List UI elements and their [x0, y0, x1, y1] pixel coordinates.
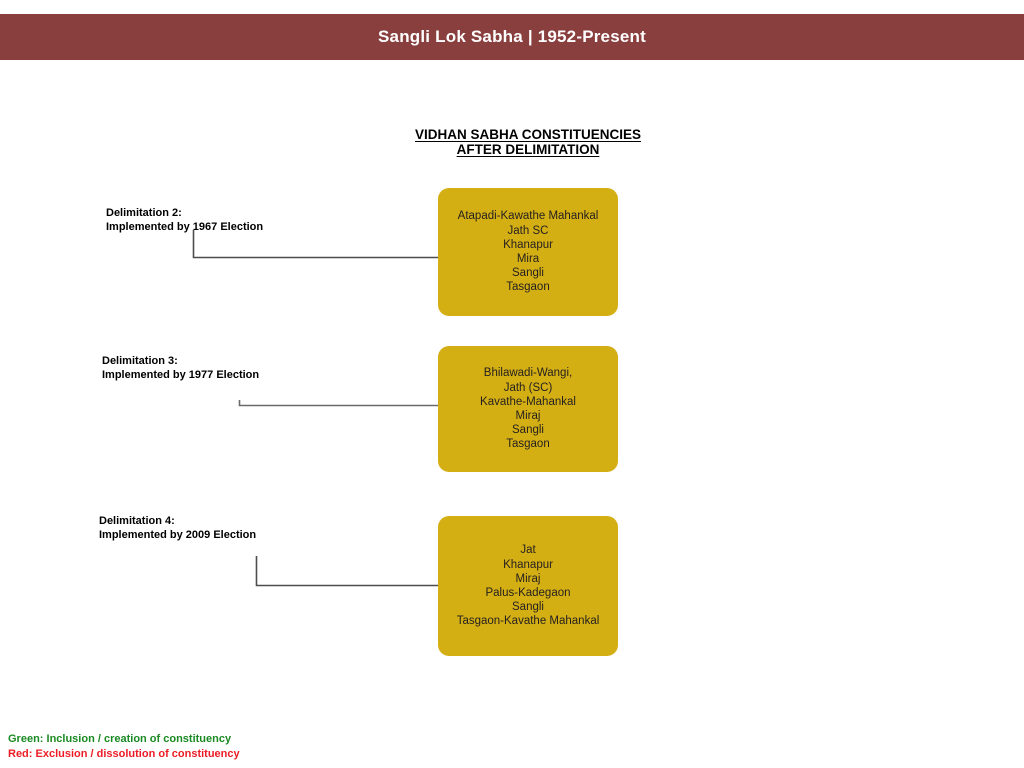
constituency-item: Jath SC — [507, 224, 549, 237]
constituency-item: Jath (SC) — [503, 381, 553, 394]
constituency-item: Kavathe-Mahankal — [480, 395, 576, 408]
constituency-item: Atapadi-Kawathe Mahankal — [457, 210, 599, 223]
delimitation-label-2-subtitle: Implemented by 1977 Election — [102, 369, 260, 381]
constituency-box-1: Atapadi-Kawathe Mahankal Jath SC Khanapu… — [438, 188, 618, 316]
constituency-item: Sangli — [512, 424, 544, 437]
constituency-item: Sangli — [512, 601, 544, 614]
connector-line-2 — [238, 400, 442, 407]
delimitation-label-1-title: Delimitation 2: — [106, 207, 182, 219]
constituency-item: Jat — [520, 544, 536, 557]
page-title: Sangli Lok Sabha | 1952-Present — [378, 27, 646, 46]
constituency-box-2: Bhilawadi-Wangi, Jath (SC) Kavathe-Mahan… — [438, 346, 618, 472]
connector-line-3 — [255, 556, 442, 587]
constituency-item: Tasgaon-Kavathe Mahankal — [456, 615, 600, 628]
delimitation-label-1-subtitle: Implemented by 1967 Election — [106, 221, 264, 233]
constituency-box-3: Jat Khanapur Miraj Palus-Kadegaon Sangli… — [438, 516, 618, 656]
constituency-item: Sangli — [512, 267, 544, 280]
constituency-item: Tasgaon — [506, 281, 550, 294]
legend-exclusion: Red: Exclusion / dissolution of constitu… — [8, 747, 240, 760]
delimitation-label-2: Delimitation 3: Implemented by 1977 Elec… — [102, 354, 259, 382]
delimitation-label-1: Delimitation 2: Implemented by 1967 Elec… — [106, 206, 263, 234]
constituency-item: Miraj — [515, 572, 541, 585]
delimitation-label-3: Delimitation 4: Implemented by 2009 Elec… — [99, 514, 256, 542]
constituency-item: Miraj — [515, 410, 541, 422]
delimitation-label-2-title: Delimitation 3: — [102, 355, 178, 367]
legend: Green: Inclusion / creation of constitue… — [8, 732, 240, 761]
constituency-item: Khanapur — [503, 238, 553, 251]
constituency-item: Palus-Kadegaon — [485, 587, 571, 599]
constituency-item: Tasgaon — [506, 438, 550, 451]
legend-inclusion: Green: Inclusion / creation of constitue… — [8, 733, 232, 745]
column-heading-line-1: VIDHAN SABHA CONSTITUENCIES — [414, 127, 641, 142]
column-heading: VIDHAN SABHA CONSTITUENCIES AFTER DELIMI… — [380, 127, 676, 157]
constituency-item: Bhilawadi-Wangi, — [483, 367, 573, 380]
delimitation-label-3-subtitle: Implemented by 2009 Election — [99, 529, 257, 541]
delimitation-label-3-title: Delimitation 4: — [99, 515, 175, 527]
constituency-item: Mira — [516, 253, 540, 265]
constituency-item: Khanapur — [503, 558, 553, 571]
header-bar: Sangli Lok Sabha | 1952-Present — [0, 14, 1024, 60]
column-heading-line-2: AFTER DELIMITATION — [456, 142, 600, 157]
